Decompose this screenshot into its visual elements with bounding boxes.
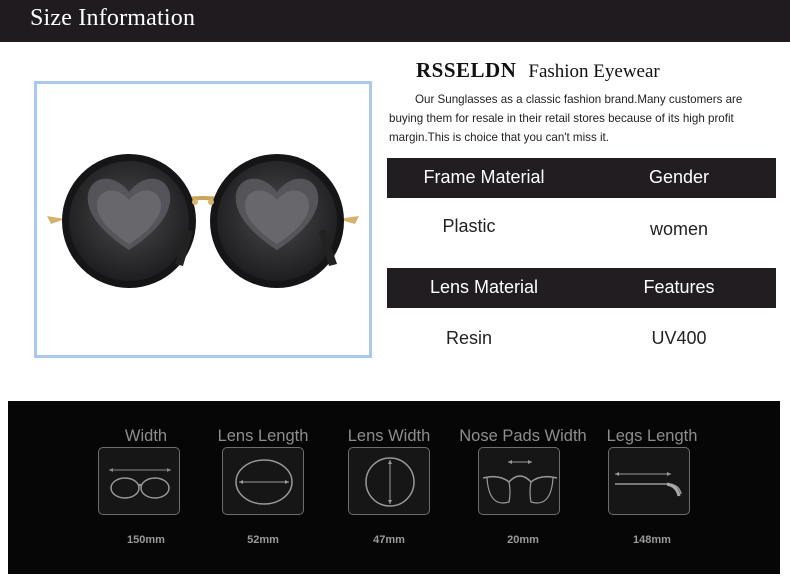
dimension-value: 47mm — [373, 534, 405, 546]
spec-header-row-2: Lens Material Features — [387, 268, 776, 308]
spec-value-frame-material: Plastic — [442, 216, 496, 236]
product-description: Our Sunglasses as a classic fashion bran… — [389, 93, 743, 144]
dimension-nose-pads-width: Nose Pads Width 20mm — [453, 401, 593, 574]
dimensions-panel: Width 150mm Lens Length 52mm Lens Width — [8, 401, 780, 574]
spec-header-row-1: Frame Material Gender — [387, 158, 776, 198]
dimension-value: 52mm — [247, 534, 279, 546]
dimension-legs-length: Legs Length 148mm — [582, 401, 722, 574]
lens-length-icon — [222, 447, 304, 515]
dimension-label: Legs Length — [606, 427, 698, 445]
lens-width-icon — [348, 447, 430, 515]
dimension-value: 20mm — [507, 534, 539, 546]
dimension-label: Lens Length — [217, 427, 309, 445]
dimension-label: Width — [124, 427, 168, 445]
section-title: Size Information — [30, 5, 196, 31]
spec-value-row-2: Resin UV400 — [387, 308, 776, 368]
spec-value-lens-material: Resin — [445, 328, 493, 348]
spec-value-gender: women — [649, 219, 709, 239]
product-image-frame — [34, 81, 372, 358]
dimension-label: Lens Width — [347, 427, 431, 445]
dimension-lens-length: Lens Length 52mm — [193, 401, 333, 574]
brand-name: RSSELDN — [416, 58, 517, 82]
brand-tagline: Fashion Eyewear — [528, 61, 660, 82]
spec-value-features: UV400 — [651, 328, 707, 348]
dimension-value: 150mm — [127, 534, 165, 546]
dimension-value: 148mm — [633, 534, 671, 546]
dimension-label: Nose Pads Width — [459, 427, 587, 445]
glasses-width-icon — [98, 447, 180, 515]
legs-length-icon — [608, 447, 690, 515]
spec-value-row-1: Plastic women — [387, 198, 776, 258]
dimension-width: Width 150mm — [76, 401, 216, 574]
spec-label-lens-material: Lens Material — [429, 277, 539, 297]
spec-label-gender: Gender — [648, 167, 710, 187]
spec-label-features: Features — [643, 277, 715, 297]
dimension-lens-width: Lens Width 47mm — [319, 401, 459, 574]
brand-line: RSSELDN Fashion Eyewear — [416, 58, 660, 83]
sunglasses-image — [47, 154, 359, 288]
spec-label-frame-material: Frame Material — [423, 167, 545, 187]
header-bar: Size Information — [0, 0, 790, 42]
nose-pads-icon — [478, 447, 560, 515]
